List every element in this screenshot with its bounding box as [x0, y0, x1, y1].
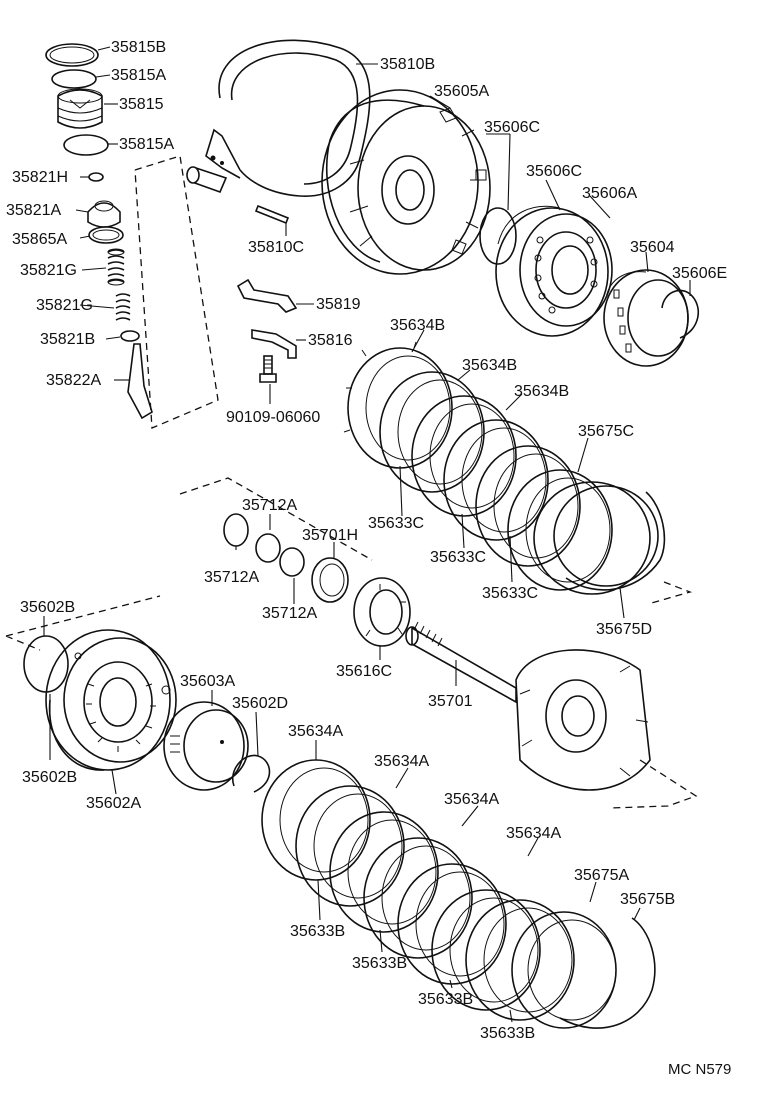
guide-dashed-box-left — [134, 155, 219, 429]
retainer-35604 — [603, 269, 689, 367]
label-35816: 35816 — [308, 332, 353, 349]
label-35821A: 35821A — [6, 202, 61, 219]
label-35821B: 35821B — [40, 331, 95, 348]
label-35634B-3: 35634B — [514, 383, 569, 400]
label-35602D: 35602D — [232, 695, 288, 712]
seal-35712A-2 — [255, 533, 281, 563]
lever-35819 — [236, 278, 298, 313]
label-35810B: 35810B — [380, 56, 435, 73]
label-35822A: 35822A — [46, 372, 101, 389]
label-35602A: 35602A — [86, 795, 141, 812]
lower-clutch-pack — [261, 759, 656, 1029]
label-35606E: 35606E — [672, 265, 727, 282]
label-35633C-3: 35633C — [482, 585, 538, 602]
label-35606C-2: 35606C — [526, 163, 582, 180]
label-35633B-4: 35633B — [480, 1025, 535, 1042]
label-35712A-3: 35712A — [262, 605, 317, 622]
ring-35606E — [661, 289, 699, 339]
piston-35606A — [495, 205, 613, 337]
label-35675D: 35675D — [596, 621, 652, 638]
label-35634A-3: 35634A — [444, 791, 499, 808]
clutch-drum-35605A — [321, 89, 491, 275]
ring-35606C-upper — [479, 207, 517, 265]
seal-35712A-3 — [279, 547, 305, 577]
label-35603A: 35603A — [180, 673, 235, 690]
upper-clutch-pack — [343, 341, 666, 595]
label-35633B-2: 35633B — [352, 955, 407, 972]
guide-dashed-shaft — [179, 477, 693, 605]
label-35821H: 35821H — [12, 169, 68, 186]
label-35675C: 35675C — [578, 423, 634, 440]
label-35634A-1: 35634A — [288, 723, 343, 740]
label-35815: 35815 — [119, 96, 164, 113]
guide-dashed-pump — [5, 595, 161, 651]
lever-35816 — [251, 329, 297, 359]
label-35634A-4: 35634A — [506, 825, 561, 842]
label-35633C-1: 35633C — [368, 515, 424, 532]
thrust-washer-35616C — [353, 577, 411, 647]
label-35634A-2: 35634A — [374, 753, 429, 770]
label-35602B-2: 35602B — [22, 769, 77, 786]
label-35633C-2: 35633C — [430, 549, 486, 566]
brake-band — [186, 39, 371, 197]
label-35606A: 35606A — [582, 185, 637, 202]
accumulator-stack — [45, 43, 153, 420]
label-35633B-3: 35633B — [418, 991, 473, 1008]
label-35712A-1: 35712A — [242, 497, 297, 514]
guide-dashed-shaft-end — [609, 759, 698, 809]
leader-lines — [43, 46, 691, 1023]
pin-35810C — [254, 204, 290, 225]
label-35865A: 35865A — [12, 231, 67, 248]
bolt-90109 — [259, 355, 277, 383]
part-labels: 35815B 35815A 35815 35815A 35821H 35821A… — [6, 39, 731, 1078]
seal-35712A-1 — [223, 513, 249, 547]
label-35634B-1: 35634B — [390, 317, 445, 334]
stator-35603A — [163, 701, 249, 791]
label-35675A: 35675A — [574, 867, 629, 884]
label-35606C-1: 35606C — [484, 119, 540, 136]
label-90109-06060: 90109-06060 — [226, 409, 320, 426]
label-35815B: 35815B — [111, 39, 166, 56]
label-35701H: 35701H — [302, 527, 358, 544]
ring-35602D — [231, 754, 271, 793]
label-35701: 35701 — [428, 693, 473, 710]
label-35819: 35819 — [316, 296, 361, 313]
bushing-35701H — [311, 557, 349, 603]
label-35815A-1: 35815A — [111, 67, 166, 84]
label-35675B: 35675B — [620, 891, 675, 908]
label-35712A-2: 35712A — [204, 569, 259, 586]
label-35605A: 35605A — [434, 83, 489, 100]
label-35616C: 35616C — [336, 663, 392, 680]
label-35633B-1: 35633B — [290, 923, 345, 940]
label-35821G-1: 35821G — [20, 262, 77, 279]
label-35810C: 35810C — [248, 239, 304, 256]
label-35634B-2: 35634B — [462, 357, 517, 374]
label-35604: 35604 — [630, 239, 675, 256]
label-35815A-2: 35815A — [119, 136, 174, 153]
diagram-code: MC N579 — [668, 1061, 731, 1078]
label-35821G-2: 35821G — [36, 297, 93, 314]
input-shaft-35701 — [405, 621, 651, 791]
label-35602B-1: 35602B — [20, 599, 75, 616]
oring-35602B-upper — [23, 635, 69, 693]
